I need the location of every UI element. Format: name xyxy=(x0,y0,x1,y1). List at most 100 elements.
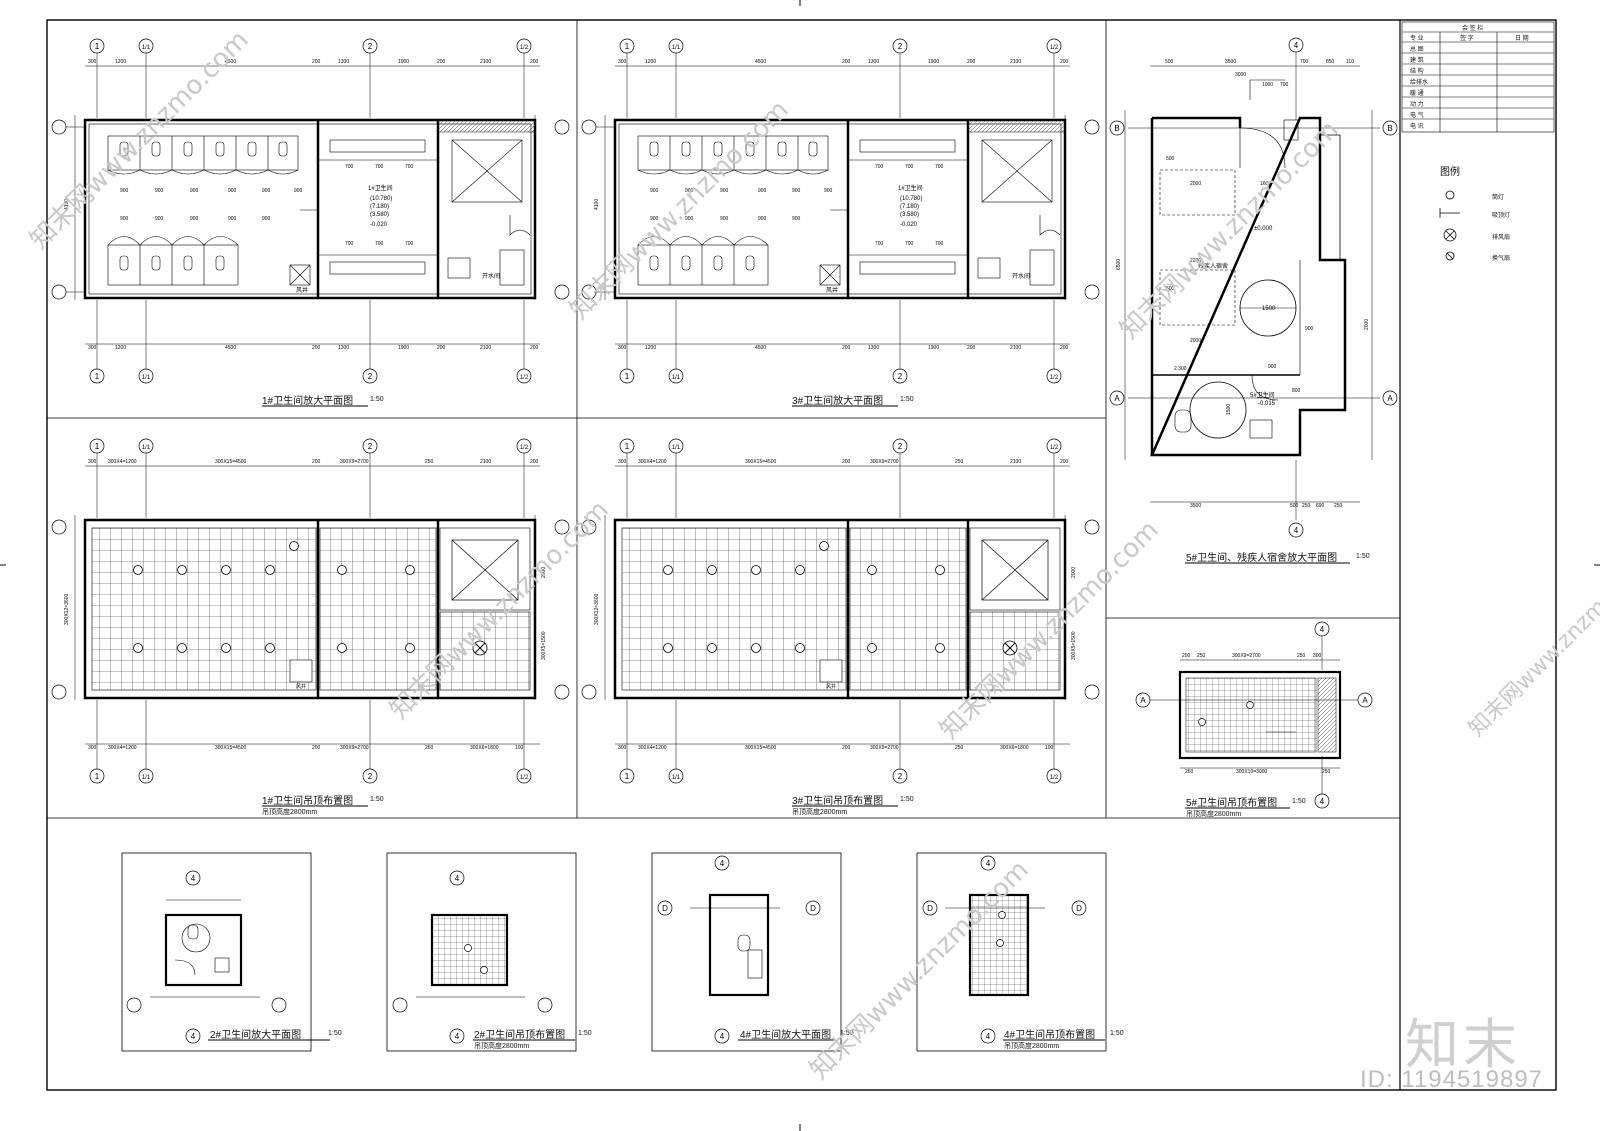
title-block-col-discipline: 专 业 xyxy=(1410,36,1424,42)
axis-label: 1 xyxy=(95,442,100,451)
axis-label: 1/1 xyxy=(142,45,151,51)
svg-text:D: D xyxy=(662,904,668,913)
svg-text:4: 4 xyxy=(720,859,725,868)
axis-label: 1/1 xyxy=(672,775,681,781)
svg-text:4: 4 xyxy=(1294,41,1299,50)
svg-text:700: 700 xyxy=(375,241,384,247)
svg-text:300: 300 xyxy=(88,59,97,65)
axis-label: 2 xyxy=(368,442,373,451)
svg-text:300X15=4500: 300X15=4500 xyxy=(215,459,247,465)
axis-label: 1/2 xyxy=(520,445,529,451)
discipline-row: 电 气 xyxy=(1410,113,1424,119)
svg-text:300: 300 xyxy=(88,459,97,465)
plan-5-axes xyxy=(1109,37,1398,538)
svg-text:1900: 1900 xyxy=(398,345,409,351)
svg-text:1200: 1200 xyxy=(115,59,126,65)
svg-text:B: B xyxy=(1387,124,1392,133)
legend-ventilation-fan: 换气扇 xyxy=(1492,256,1511,262)
svg-text:2.300: 2.300 xyxy=(1174,366,1187,372)
svg-text:200: 200 xyxy=(1182,653,1191,659)
svg-text:4500: 4500 xyxy=(225,59,236,65)
plan-5-labels: 残疾人宿舍 ±0.000 5#卫生间 -0.015 xyxy=(1198,226,1276,407)
svg-text:700: 700 xyxy=(405,164,414,170)
svg-text:250: 250 xyxy=(1297,653,1306,659)
drawing-scale-5-ceiling: 1:50 xyxy=(1292,798,1306,805)
svg-text:100: 100 xyxy=(515,745,524,751)
legend-title: 图例 xyxy=(1440,167,1460,178)
svg-text:300: 300 xyxy=(88,345,97,351)
svg-text:300X4=1200: 300X4=1200 xyxy=(108,745,137,751)
ceiling-height-4: 吊顶高度2800mm xyxy=(1004,1043,1060,1050)
svg-text:1500: 1500 xyxy=(1262,306,1276,312)
ceiling-4-drawing xyxy=(945,893,1045,997)
svg-text:300: 300 xyxy=(1313,653,1322,659)
svg-text:200: 200 xyxy=(312,345,321,351)
drawing-title-4-ceiling: 4#卫生间吊顶布置图 xyxy=(1004,1030,1096,1041)
svg-text:1300: 1300 xyxy=(338,59,349,65)
plan-5-drawing xyxy=(1124,52,1380,520)
drawing-title-3-ceiling: 3#卫生间吊顶布置图 xyxy=(792,796,884,807)
drawing-scale-4-ceiling: 1:50 xyxy=(1110,1030,1124,1037)
svg-text:4: 4 xyxy=(986,859,991,868)
drawing-scale-2: 1:50 xyxy=(328,1030,342,1037)
axis-label: 1 xyxy=(95,42,100,51)
axis-label: 2 xyxy=(898,772,903,781)
axis-label: 1/1 xyxy=(142,375,151,381)
discipline-row: 建 筑 xyxy=(1410,58,1424,64)
svg-text:(7.180): (7.180) xyxy=(370,204,389,210)
ceiling-3-drawing xyxy=(580,437,1101,785)
svg-text:1600: 1600 xyxy=(1260,181,1271,187)
drawing-title-2: 2#卫生间放大平面图 xyxy=(210,1030,302,1041)
axis-label: 1 xyxy=(625,372,630,381)
svg-text:A: A xyxy=(1387,394,1393,403)
svg-text:900: 900 xyxy=(294,188,303,194)
plan-2-drawing xyxy=(150,899,260,998)
svg-text:-0.020: -0.020 xyxy=(370,222,388,228)
legend-symbols xyxy=(1439,190,1460,261)
svg-text:900: 900 xyxy=(1268,364,1277,370)
svg-text:A: A xyxy=(1114,394,1120,403)
svg-text:1#卫生间: 1#卫生间 xyxy=(368,184,393,192)
svg-text:900: 900 xyxy=(155,216,164,222)
drawing-scale-3-ceiling: 1:50 xyxy=(900,796,914,803)
svg-text:6500: 6500 xyxy=(1116,259,1122,270)
discipline-row: 结 构 xyxy=(1410,69,1424,75)
downlight-icon xyxy=(1445,190,1455,200)
svg-text:1200: 1200 xyxy=(115,345,126,351)
svg-text:2000: 2000 xyxy=(1190,181,1201,187)
svg-text:4: 4 xyxy=(720,1032,725,1041)
svg-text:1300: 1300 xyxy=(338,345,349,351)
svg-text:900: 900 xyxy=(262,216,271,222)
svg-text:4: 4 xyxy=(1320,625,1325,634)
drawing-scale-3: 1:50 xyxy=(900,396,914,403)
title-underlines xyxy=(208,405,1350,1041)
svg-text:D: D xyxy=(1076,904,1082,913)
title-block-col-date: 日 期 xyxy=(1515,36,1529,42)
svg-text:200: 200 xyxy=(312,745,321,751)
svg-text:2000: 2000 xyxy=(541,567,547,578)
bottom-frames xyxy=(121,852,1107,1052)
svg-text:300X15=4500: 300X15=4500 xyxy=(215,745,247,751)
svg-text:300X9=2700: 300X9=2700 xyxy=(340,745,369,751)
svg-text:2100: 2100 xyxy=(480,59,491,65)
drawing-scale-4: 1:50 xyxy=(840,1030,854,1037)
svg-text:4: 4 xyxy=(191,1032,196,1041)
drawing-title-4: 4#卫生间放大平面图 xyxy=(740,1030,832,1041)
svg-text:2000: 2000 xyxy=(1190,338,1201,344)
svg-text:250: 250 xyxy=(1322,769,1331,775)
svg-text:1900: 1900 xyxy=(398,59,409,65)
svg-text:4: 4 xyxy=(455,1032,460,1041)
axis-label: 1/2 xyxy=(1050,45,1059,51)
svg-text:200: 200 xyxy=(530,59,539,65)
drawing-title-5-ceiling: 5#卫生间吊顶布置图 xyxy=(1186,798,1278,809)
drawing-title-1: 1#卫生间放大平面图 xyxy=(262,396,354,407)
svg-text:A: A xyxy=(1140,696,1146,705)
svg-text:300X5=1500: 300X5=1500 xyxy=(541,631,547,660)
svg-text:300X4=1200: 300X4=1200 xyxy=(108,459,137,465)
svg-text:300X10=3000: 300X10=3000 xyxy=(1236,769,1268,775)
svg-text:D: D xyxy=(810,904,816,913)
svg-text:500: 500 xyxy=(1165,59,1174,65)
axis-label: 1 xyxy=(625,772,630,781)
